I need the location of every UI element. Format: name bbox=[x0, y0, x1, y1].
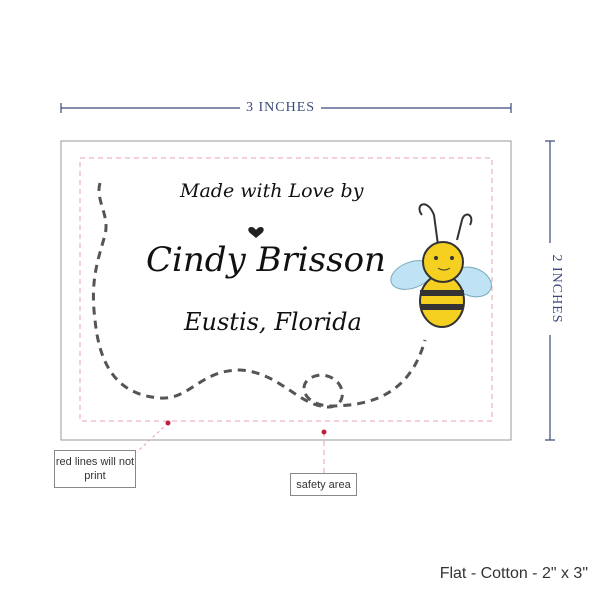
heart-icon bbox=[248, 226, 264, 238]
red-lines-callout: red lines will not print bbox=[54, 450, 136, 488]
location-text: Eustis, Florida bbox=[184, 308, 362, 336]
made-with-love-text: Made with Love by bbox=[180, 180, 364, 202]
red-lines-pointer bbox=[136, 422, 169, 453]
bee-illustration bbox=[390, 203, 492, 328]
product-description: Flat - Cotton - 2" x 3" bbox=[439, 565, 588, 582]
safety-area-line bbox=[79, 157, 493, 422]
name-text: Cindy Brisson bbox=[146, 240, 386, 280]
height-label: 2 INCHES bbox=[548, 243, 564, 335]
flight-path bbox=[91, 182, 427, 409]
safety-area-callout: safety area bbox=[290, 473, 357, 496]
width-label: 3 INCHES bbox=[240, 100, 322, 116]
